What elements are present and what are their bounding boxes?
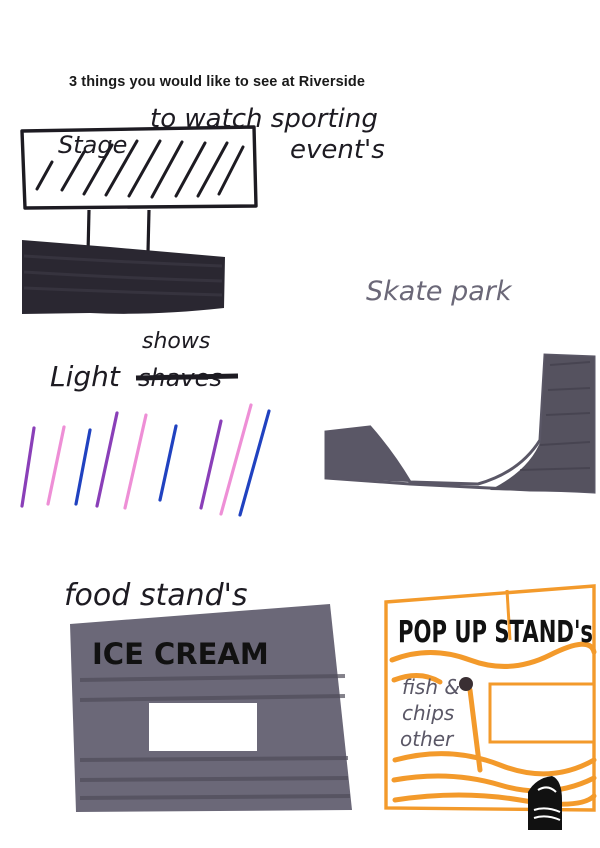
ice-cream-sign: ICE CREAM bbox=[92, 637, 269, 671]
stage-note-line1: to watch sporting bbox=[150, 104, 378, 134]
skate-park-label: Skate park bbox=[366, 276, 513, 307]
popup-stand-sketch: POP UP STAND's fish & chips other bbox=[384, 584, 597, 812]
shows-label: shows bbox=[142, 329, 210, 354]
stage-note-line2: event's bbox=[290, 135, 385, 165]
food-stand-sketch: food stand's ICE CREAM bbox=[64, 578, 352, 812]
bird-logo-icon bbox=[528, 776, 562, 830]
stage-sketch: Stage to watch sporting event's bbox=[20, 104, 385, 314]
stage-label: Stage bbox=[58, 131, 127, 159]
popup-item-3: other bbox=[400, 727, 455, 751]
skate-park-sketch: Skate park bbox=[324, 276, 596, 494]
light-shows-sketch: Light shows shaves bbox=[20, 329, 271, 517]
popup-item-2: chips bbox=[402, 701, 454, 725]
page-title: 3 things you would like to see at Rivers… bbox=[69, 74, 365, 90]
light-label: Light bbox=[50, 360, 121, 393]
popup-item-1: fish & bbox=[402, 675, 460, 699]
popup-sign: POP UP STAND's bbox=[398, 615, 593, 650]
food-stand-label: food stand's bbox=[64, 578, 248, 613]
strike-through-line bbox=[135, 373, 239, 381]
